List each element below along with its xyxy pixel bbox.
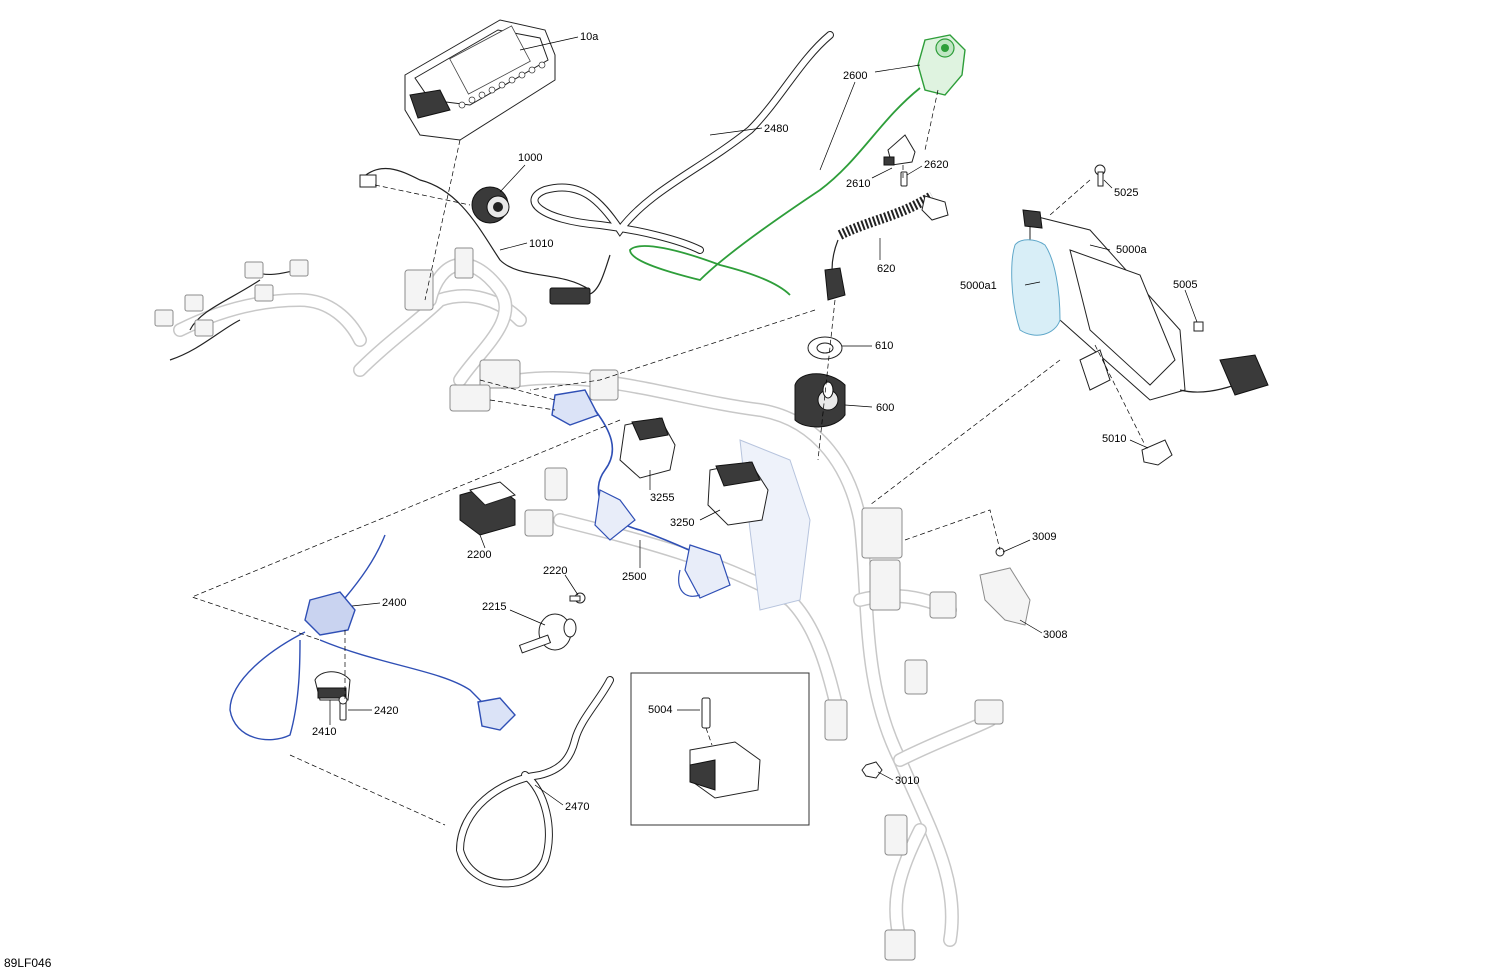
- blue-switch-2400: [229, 534, 516, 741]
- callout-5025: 5025: [1114, 187, 1138, 199]
- nut-5005: [1193, 321, 1204, 332]
- green-sensor-2600: [629, 34, 966, 296]
- callout-2620: 2620: [924, 159, 948, 171]
- callout-5000a1: 5000a1: [960, 280, 997, 292]
- wire-1010: [359, 167, 611, 305]
- screw-2420: [338, 695, 348, 721]
- callout-600: 600: [876, 402, 894, 414]
- sensor-2215: [518, 613, 577, 654]
- bolt-5025: [1094, 164, 1106, 187]
- grommet-610: [807, 336, 843, 360]
- display-gauge-10a: [404, 19, 556, 141]
- screw-2620: [900, 171, 908, 187]
- assembly-dashed-lines: [191, 89, 1146, 826]
- callout-3010: 3010: [895, 775, 919, 787]
- bolt-3009: [995, 547, 1005, 557]
- callout-2480: 2480: [764, 123, 788, 135]
- callout-5000a: 5000a: [1116, 244, 1147, 256]
- callout-3008: 3008: [1043, 629, 1067, 641]
- callout-2600: 2600: [843, 70, 867, 82]
- callout-2220: 2220: [543, 565, 567, 577]
- coiled-cable-620: [824, 191, 949, 301]
- callout-2410: 2410: [312, 726, 336, 738]
- module-2200: [459, 481, 516, 536]
- callout-2200: 2200: [467, 549, 491, 561]
- callout-3255: 3255: [650, 492, 674, 504]
- callout-2470: 2470: [565, 801, 589, 813]
- callout-5010: 5010: [1102, 433, 1126, 445]
- bracket-3008: [979, 567, 1031, 626]
- callout-620: 620: [877, 263, 895, 275]
- callout-3250: 3250: [670, 517, 694, 529]
- callout-10a: 10a: [580, 31, 599, 43]
- control-module-5000a: [1011, 209, 1269, 401]
- callout-2215: 2215: [482, 601, 506, 613]
- switch-3255: [619, 417, 676, 479]
- clip-2610: [883, 134, 916, 166]
- callout-1000: 1000: [518, 152, 542, 164]
- inset-box-5004: [630, 672, 810, 826]
- main-wiring-harness: [154, 247, 1004, 961]
- callout-2400: 2400: [382, 597, 406, 609]
- callout-2500: 2500: [622, 571, 646, 583]
- ignition-switch-600: [794, 373, 846, 428]
- callout-5005: 5005: [1173, 279, 1197, 291]
- callout-5004: 5004: [648, 704, 672, 716]
- callout-1010: 1010: [529, 238, 553, 250]
- power-outlet-1000: [471, 186, 510, 224]
- screw-2220: [569, 592, 586, 604]
- switch-3250: [707, 461, 769, 526]
- loop-cable-2470: [455, 676, 614, 888]
- callout-2610: 2610: [846, 178, 870, 190]
- clamp-2410: [314, 671, 351, 701]
- clip-5010: [1141, 439, 1173, 466]
- blue-harness-2500: [551, 389, 731, 599]
- nut-3010: [861, 761, 883, 779]
- callout-leader-lines: [329, 36, 1198, 806]
- cable-2480: [530, 31, 834, 254]
- callout-2420: 2420: [374, 705, 398, 717]
- callout-610: 610: [875, 340, 893, 352]
- callout-3009: 3009: [1032, 531, 1056, 543]
- callout-labels: 10a 1000 1010 2480 2600 2610 2620 620 61…: [312, 31, 1197, 813]
- figure-code: 89LF046: [4, 956, 52, 970]
